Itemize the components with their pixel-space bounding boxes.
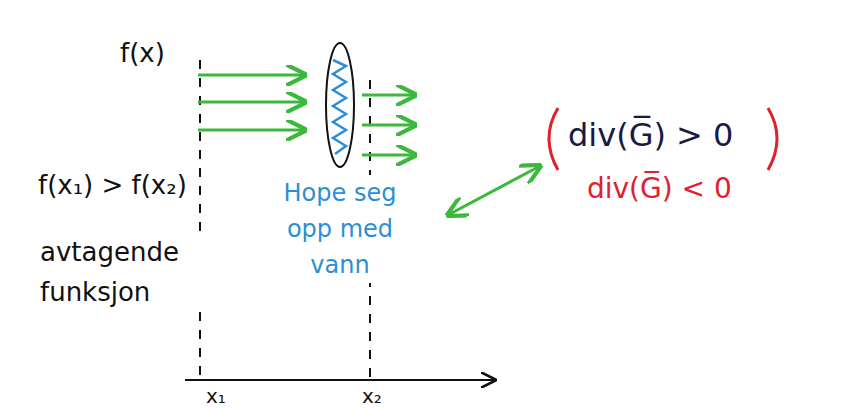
function-label: f(x) bbox=[118, 38, 167, 68]
divergence-note: div(G̅) > 0 bbox=[566, 116, 735, 154]
note-text: avtagende funksjon bbox=[38, 232, 202, 312]
field-arrows bbox=[198, 75, 415, 155]
axis-label: x₁ bbox=[204, 384, 228, 408]
red-bracket bbox=[768, 108, 777, 170]
water-hatching bbox=[333, 60, 346, 154]
equivalence-arrow bbox=[448, 166, 540, 215]
divergence-note: div(G̅) < 0 bbox=[585, 172, 734, 205]
water-note: Hope seg opp med vann bbox=[268, 175, 412, 283]
inequality-note: f(x₁) > f(x₂) bbox=[36, 170, 189, 200]
surface-ellipse bbox=[326, 43, 354, 167]
dashed-line bbox=[199, 60, 201, 380]
x-axis bbox=[185, 379, 495, 381]
axis-label: x₂ bbox=[360, 384, 384, 408]
red-bracket bbox=[549, 108, 558, 170]
